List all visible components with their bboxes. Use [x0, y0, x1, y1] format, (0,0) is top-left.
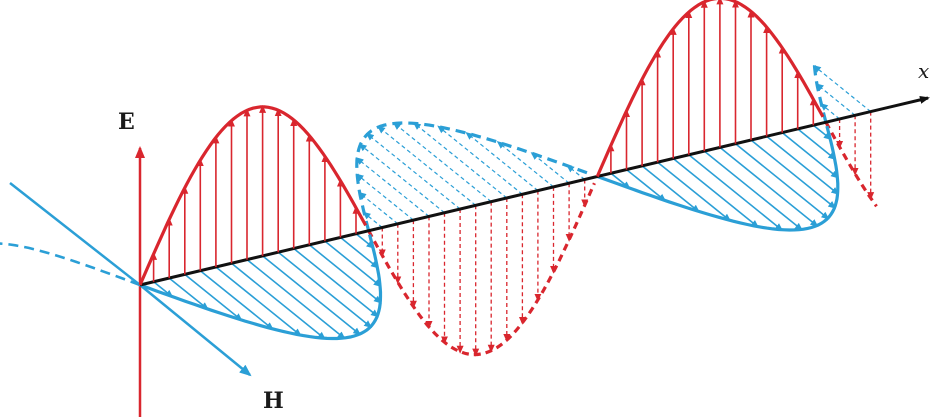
- h-field-vector: [355, 157, 430, 217]
- h-field-curve: [812, 59, 828, 123]
- h-field-vector: [530, 152, 570, 184]
- e-field-half-wave-0: [138, 104, 368, 286]
- e-field-curve: [367, 182, 596, 357]
- h-field-vector: [339, 236, 379, 269]
- h-field-vector: [308, 244, 382, 304]
- h-field-vector: [277, 251, 373, 329]
- h-field-vector: [734, 143, 830, 220]
- h-field-vector: [362, 211, 383, 228]
- h-field-vector: [797, 128, 837, 160]
- h-field-vector: [750, 139, 837, 209]
- h-axis-line: [139, 284, 252, 377]
- back-half-wave-layer: [0, 59, 878, 357]
- h-field-vector: [781, 131, 839, 179]
- h-field-vector: [815, 83, 856, 116]
- h-field-tail-lobe: [0, 242, 141, 287]
- h-field-vector: [641, 165, 700, 213]
- h-field-vector: [324, 240, 382, 287]
- h-field-vector: [719, 146, 819, 227]
- h-field-half-wave-0: [139, 233, 383, 341]
- e-field-curve: [138, 105, 368, 286]
- h-axis-label: H: [263, 388, 284, 414]
- x-axis-label: x: [918, 59, 929, 83]
- e-field-curve: [595, 0, 825, 178]
- h-field-vector: [766, 135, 840, 195]
- h-field-vector: [184, 273, 243, 322]
- top-wave-layer: [138, 0, 825, 286]
- h-field-vector: [437, 125, 523, 195]
- h-field-vector: [688, 154, 784, 231]
- h-field-vector: [199, 270, 274, 330]
- h-field-vector: [566, 164, 586, 180]
- h-field-vector: [215, 266, 302, 337]
- h-field-vector: [703, 150, 803, 231]
- h-field-vector: [412, 122, 508, 199]
- h-field-curve: [139, 234, 383, 341]
- h-field-half-wave-1: [355, 121, 592, 232]
- h-field-vector: [355, 173, 414, 221]
- h-field-curve: [355, 121, 592, 232]
- h-field-vector: [246, 258, 346, 340]
- front-half-wave-layer: [139, 124, 840, 341]
- e-field-half-wave-3: [824, 111, 878, 208]
- h-axis-tail: [9, 182, 141, 286]
- e-axis-label: E: [118, 109, 135, 135]
- h-field-vector: [377, 125, 477, 206]
- propagation-axis-line: [139, 95, 930, 287]
- h-field-vector: [355, 233, 375, 249]
- e-field-half-wave-2: [595, 0, 825, 178]
- h-field-vector: [819, 103, 840, 120]
- h-field-half-wave-2: [596, 124, 840, 232]
- h-field-vector: [812, 124, 832, 141]
- h-field-vector: [625, 168, 667, 202]
- h-field-vector: [358, 191, 399, 225]
- h-field-vector: [168, 277, 209, 311]
- h-field-vector: [365, 132, 461, 210]
- h-field-vector: [465, 131, 539, 192]
- h-field-vector: [657, 161, 732, 222]
- h-field-vector: [230, 262, 326, 340]
- h-field-tail-curve: [0, 242, 141, 287]
- h-field-vector: [293, 247, 379, 318]
- h-field-vector: [262, 255, 362, 336]
- h-field-vector: [358, 143, 445, 214]
- e-field-curve: [824, 121, 878, 208]
- h-field-vector: [812, 64, 872, 113]
- h-field-curve: [596, 125, 840, 232]
- h-field-vector: [672, 157, 759, 228]
- h-field-half-wave-3: [812, 59, 872, 123]
- h-field-vector: [496, 141, 554, 188]
- e-field-half-wave-1: [367, 179, 596, 357]
